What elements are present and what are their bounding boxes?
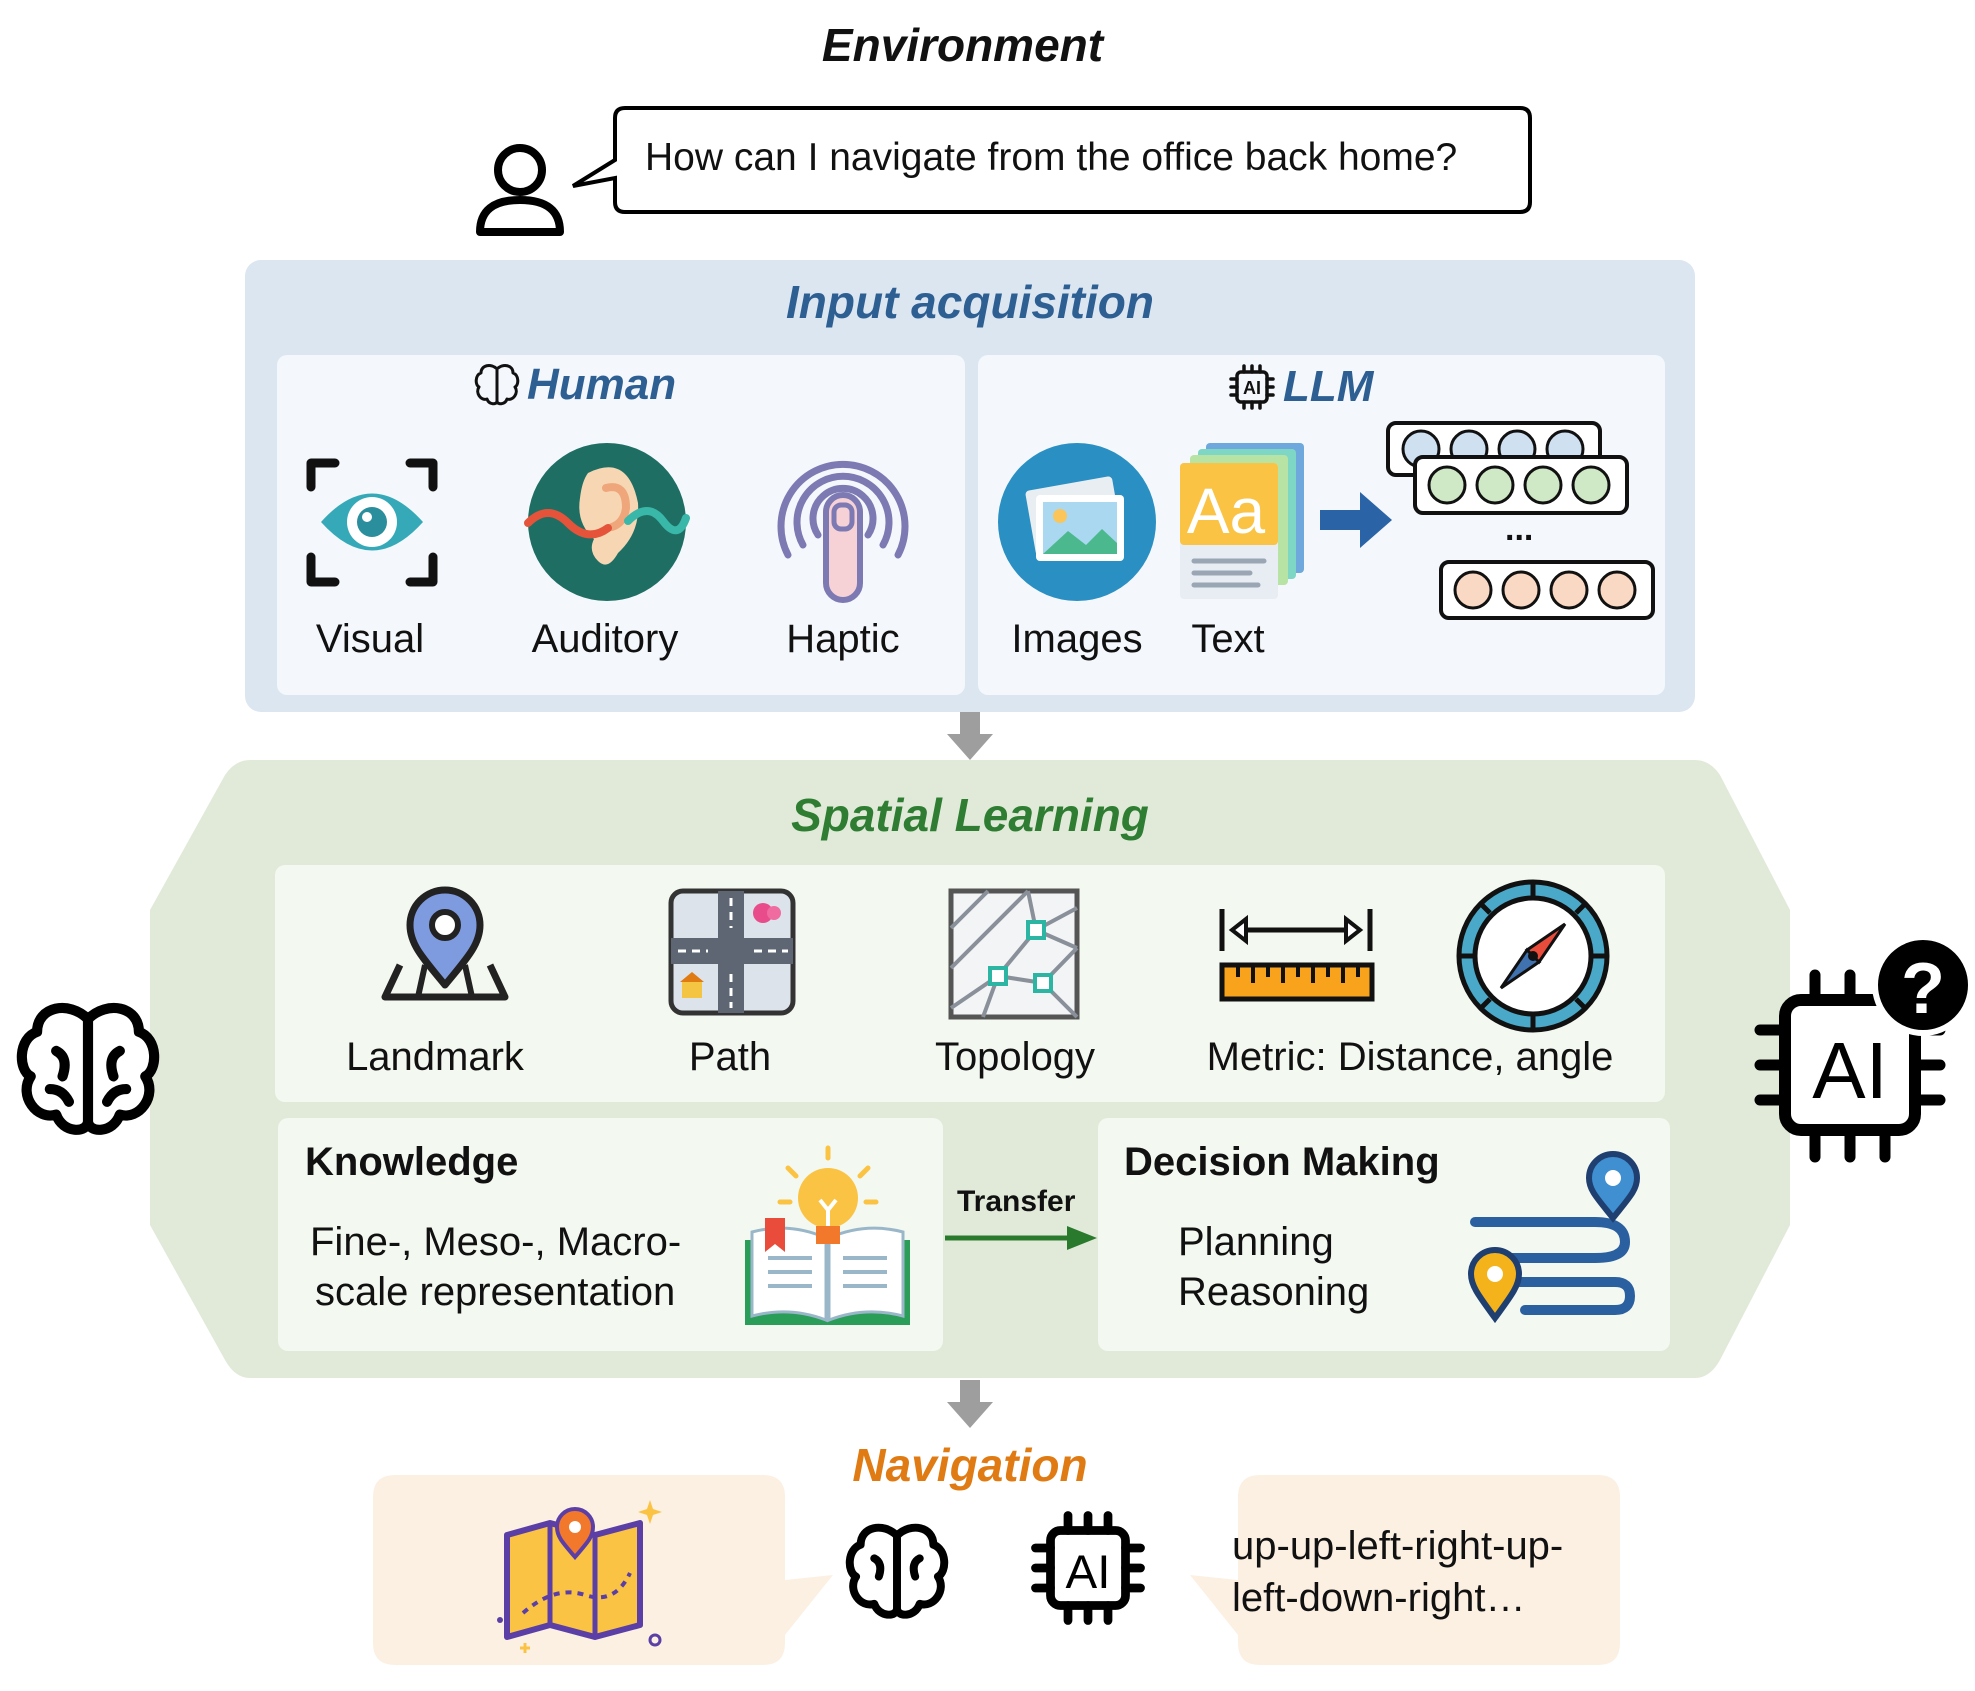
svg-text:?: ? bbox=[1901, 949, 1945, 1029]
navigation-brain-icon bbox=[845, 1523, 949, 1619]
ruler-distance-icon bbox=[1219, 909, 1375, 1002]
route-planning-icon bbox=[1467, 1151, 1641, 1324]
folded-map-icon bbox=[497, 1500, 662, 1653]
human-title: Human bbox=[527, 360, 677, 409]
decision-line1: Planning bbox=[1178, 1220, 1334, 1264]
svg-text:Aa: Aa bbox=[1187, 475, 1266, 547]
ai-chip-icon: AI bbox=[1229, 364, 1275, 410]
navigation-line2: left-down-right… bbox=[1232, 1576, 1526, 1620]
input-acquisition-title: Input acquisition bbox=[786, 276, 1154, 328]
label-auditory: Auditory bbox=[531, 617, 679, 661]
label-metric: Metric: Distance, angle bbox=[1206, 1035, 1614, 1079]
label-landmark: Landmark bbox=[346, 1035, 524, 1079]
speech-bubble bbox=[571, 106, 1532, 214]
svg-text:AI: AI bbox=[1243, 378, 1261, 398]
label-path: Path bbox=[688, 1035, 772, 1079]
question-text: How can I navigate from the office back … bbox=[645, 136, 1458, 179]
navigation-ai-glyph: AI bbox=[1066, 1546, 1111, 1599]
flow-arrow-down bbox=[947, 1380, 993, 1428]
llm-title: LLM bbox=[1283, 362, 1374, 411]
brain-icon bbox=[474, 364, 520, 406]
navigation-ai-chip-icon: AI bbox=[1031, 1511, 1145, 1625]
label-haptic: Haptic bbox=[786, 617, 900, 661]
token-embeddings-icon bbox=[1386, 421, 1655, 620]
label-images: Images bbox=[1011, 617, 1143, 661]
knowledge-title: Knowledge bbox=[305, 1140, 519, 1184]
book-lightbulb-icon bbox=[745, 1145, 910, 1325]
user-icon bbox=[476, 144, 564, 236]
label-text: Text bbox=[1191, 617, 1265, 661]
knowledge-line1: Fine-, Meso-, Macro- bbox=[310, 1220, 682, 1264]
landmark-pin-icon bbox=[381, 886, 509, 1001]
decision-line2: Reasoning bbox=[1178, 1270, 1370, 1314]
ellipsis: ... bbox=[1505, 510, 1534, 548]
human-brain-icon bbox=[16, 1002, 160, 1135]
ai-question-icon: AI ? bbox=[1754, 934, 1974, 1163]
spatial-learning-title: Spatial Learning bbox=[791, 789, 1149, 841]
flow-arrow-down bbox=[947, 712, 993, 760]
text-document-icon: Aa bbox=[1180, 443, 1304, 599]
knowledge-line2: scale representation bbox=[315, 1270, 676, 1314]
transfer-arrow bbox=[945, 1226, 1097, 1250]
road-map-icon bbox=[668, 888, 796, 1016]
ai-glyph: AI bbox=[1812, 1026, 1888, 1115]
transfer-label: Transfer bbox=[957, 1185, 1076, 1218]
label-visual: Visual bbox=[315, 617, 425, 661]
compass-icon bbox=[1456, 879, 1610, 1033]
topology-graph-icon bbox=[948, 888, 1080, 1020]
environment-title: Environment bbox=[821, 19, 1104, 71]
ear-icon bbox=[524, 443, 690, 601]
decision-title: Decision Making bbox=[1124, 1140, 1440, 1184]
arrow-right-icon bbox=[1320, 492, 1392, 548]
navigation-line1: up-up-left-right-up- bbox=[1232, 1524, 1564, 1568]
navigation-text-bubble bbox=[1190, 1475, 1620, 1665]
label-topology: Topology bbox=[934, 1035, 1096, 1079]
navigation-title: Navigation bbox=[852, 1439, 1088, 1491]
eye-icon bbox=[306, 458, 438, 587]
images-icon bbox=[998, 443, 1156, 601]
fingerprint-touch-icon bbox=[777, 460, 909, 603]
